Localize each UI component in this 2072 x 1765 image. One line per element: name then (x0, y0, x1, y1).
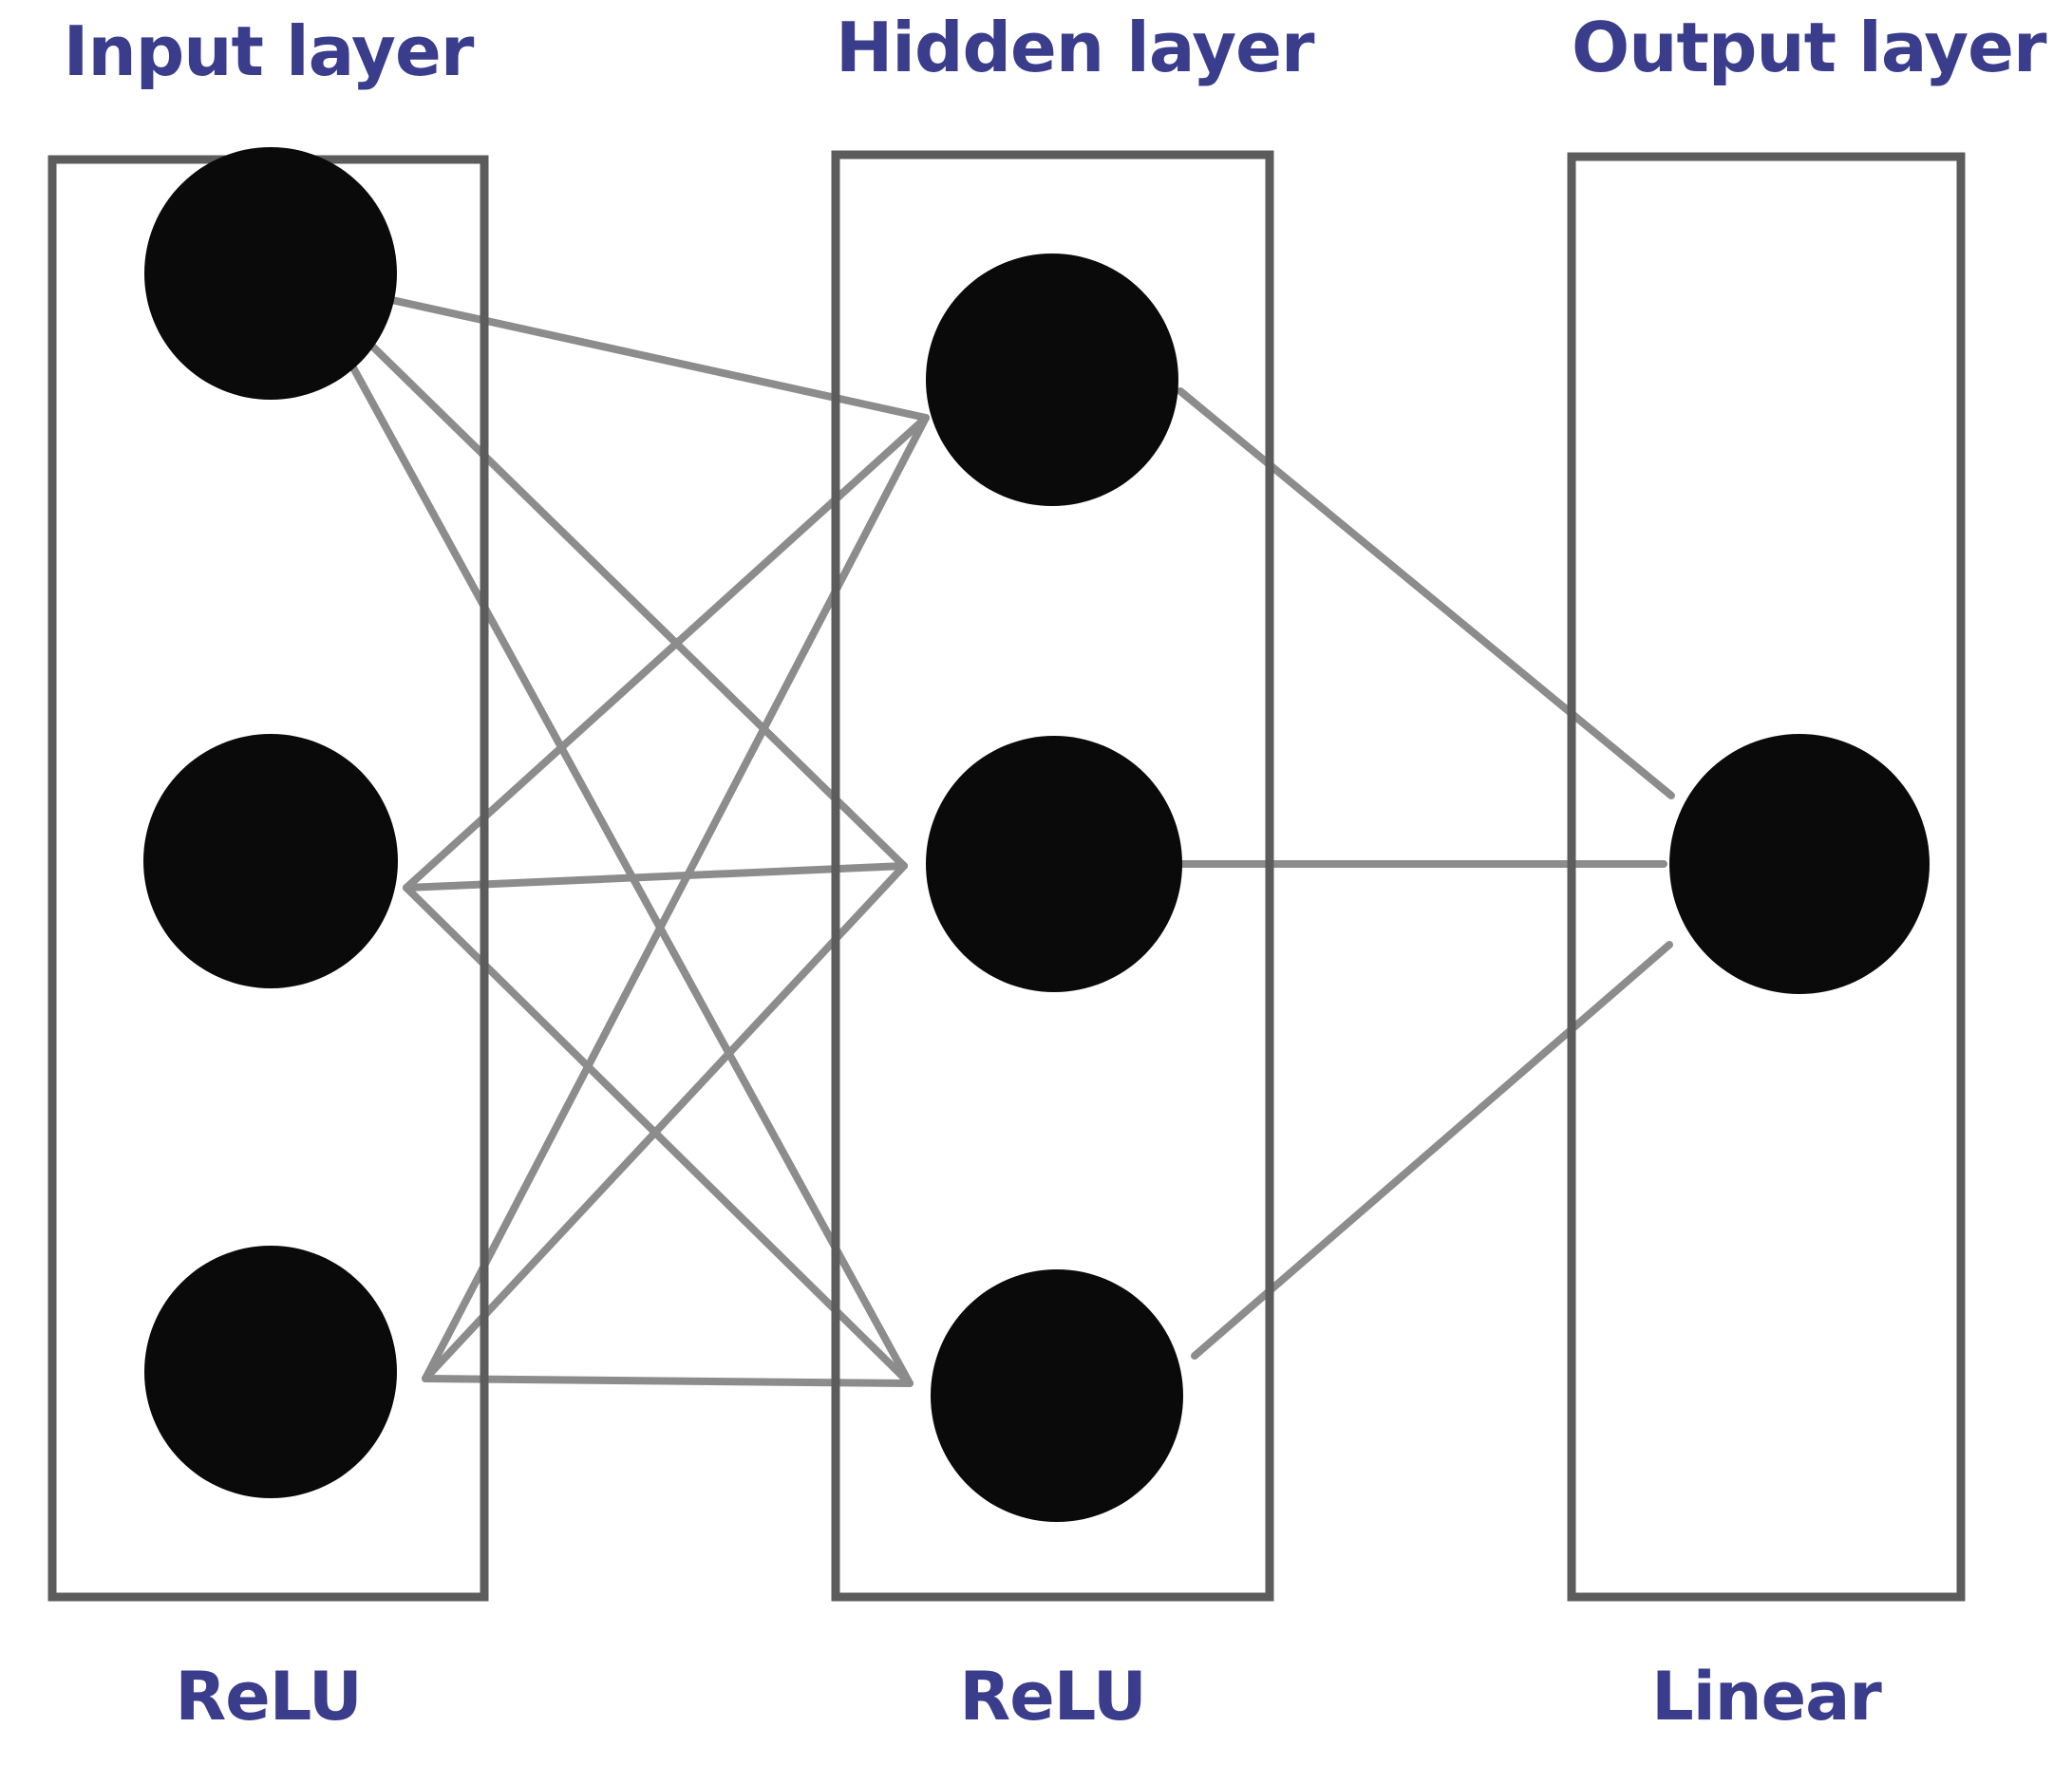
layer-title-output: Output layer (1572, 8, 2047, 87)
activation-label-hidden: ReLU (959, 1658, 1146, 1736)
edges-input-to-hidden (302, 277, 930, 1387)
neuron-hidden-2 (926, 736, 1182, 992)
activation-label-input: ReLU (175, 1658, 362, 1736)
neuron-input-1 (144, 147, 397, 400)
edge-input-3-to-hidden-3 (422, 1375, 914, 1387)
neuron-input-2 (143, 734, 398, 988)
edge-input-1-to-hidden-1 (302, 277, 930, 422)
neuron-input-3 (144, 1246, 397, 1498)
edge-input-1-to-hidden-2 (302, 277, 908, 870)
edge-input-1-to-hidden-3 (302, 277, 914, 1387)
edge-input-3-to-hidden-2 (422, 862, 908, 1382)
edge-input-2-to-hidden-2 (403, 862, 908, 892)
layer-box-output (1567, 152, 1966, 1602)
edge-input-3-to-hidden-1 (422, 414, 930, 1382)
layer-title-hidden: Hidden layer (836, 8, 1315, 87)
layer-title-input: Input layer (63, 11, 475, 91)
edges-hidden-to-output (1177, 387, 1675, 1360)
neuron-output-1 (1669, 734, 1930, 994)
neuron-hidden-3 (931, 1269, 1183, 1522)
activation-label-output: Linear (1651, 1658, 1882, 1736)
edge-hidden-1-to-output-1 (1177, 387, 1675, 799)
neuron-hidden-1 (926, 253, 1178, 506)
layer-box-hidden (831, 150, 1274, 1602)
network-nodes (143, 147, 1930, 1522)
edge-input-2-to-hidden-3 (403, 884, 914, 1387)
